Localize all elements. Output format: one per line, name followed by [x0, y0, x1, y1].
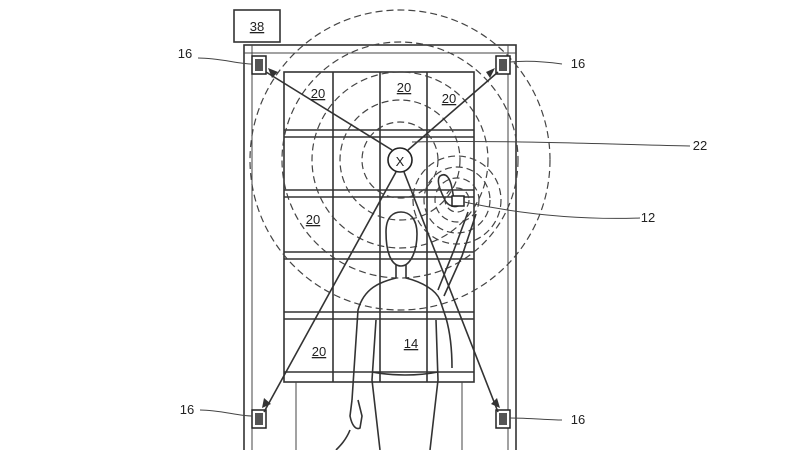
bin-label-1: 20 [311, 86, 325, 101]
leader-lines [197, 57, 691, 421]
label-16-bottom-left: 16 [180, 402, 194, 417]
sensor-top-right [495, 55, 511, 75]
bin-label-5: 20 [312, 344, 326, 359]
sensor-bottom-right [495, 409, 511, 429]
controller-label: 38 [250, 19, 264, 34]
label-22: 22 [693, 138, 707, 153]
label-16-top-right: 16 [571, 56, 585, 71]
label-12: 12 [641, 210, 655, 225]
wrist-device [451, 195, 465, 207]
shelving-frame [243, 44, 517, 450]
label-16-bottom-right: 16 [571, 412, 585, 427]
controller-box: 38 [233, 9, 281, 43]
sensor-bottom-left [251, 409, 267, 429]
target-marker: X [387, 147, 413, 173]
bin-label-2: 20 [397, 80, 411, 95]
triangulation-lines [262, 68, 500, 413]
worker-figure [335, 173, 477, 450]
label-16-top-left: 16 [178, 46, 192, 61]
target-x-label: X [396, 154, 405, 169]
sensor-top-left [251, 55, 267, 75]
bin-label-4: 20 [306, 212, 320, 227]
worker-label: 14 [404, 336, 418, 351]
bin-label-3: 20 [442, 91, 456, 106]
reference-labels: 16 16 16 16 22 12 20 20 20 20 20 14 [178, 46, 707, 427]
